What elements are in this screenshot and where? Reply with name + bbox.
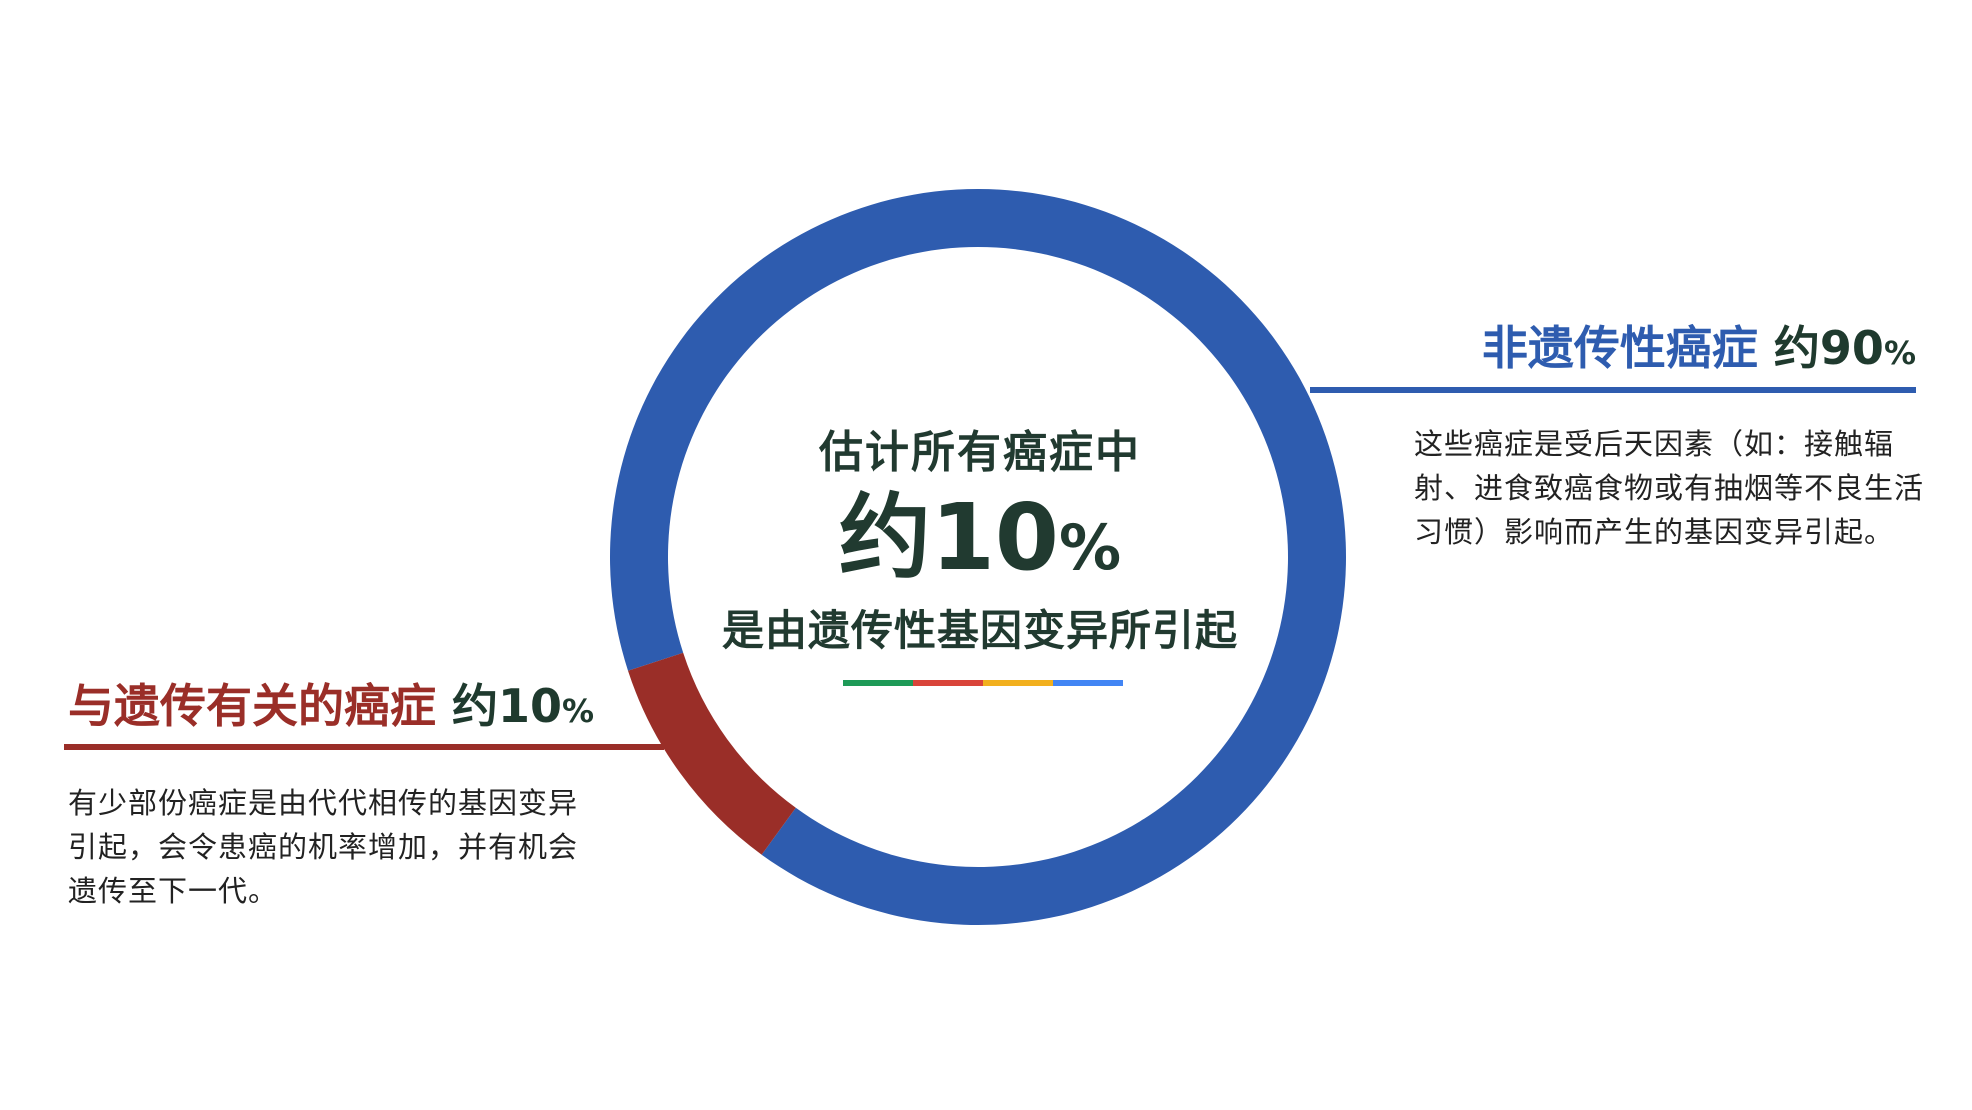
- non-hereditary-percent: %: [1883, 334, 1916, 372]
- center-big-number: 约10: [838, 484, 1059, 591]
- hereditary-percent: %: [562, 692, 595, 730]
- center-summary: 估计所有癌症中 约10% 是由遗传性基因变异所引起: [680, 425, 1280, 659]
- non-hereditary-number: 约90: [1773, 321, 1884, 375]
- accent-green: [843, 680, 913, 686]
- non-hereditary-description: 这些癌症是受后天因素（如：接触辐射、进食致癌食物或有抽烟等不良生活习惯）影响而产…: [1414, 427, 1925, 549]
- non-hereditary-title: 非遗传性癌症: [1481, 321, 1758, 375]
- non-hereditary-label: 非遗传性癌症 约90%: [1482, 320, 1916, 381]
- hereditary-number: 约10: [452, 679, 563, 733]
- accent-yellow: [983, 680, 1053, 686]
- center-line-top: 估计所有癌症中: [819, 427, 1141, 478]
- hereditary-title: 与遗传有关的癌症: [68, 679, 436, 733]
- accent-red: [913, 680, 983, 686]
- accent-color-bar: [843, 680, 1123, 686]
- accent-blue: [1053, 680, 1123, 686]
- hereditary-value: 约10%: [452, 679, 594, 733]
- hereditary-leader-line: [64, 744, 664, 750]
- hereditary-description: 有少部份癌症是由代代相传的基因变异引起，会令患癌的机率增加，并有机会遗传至下一代…: [68, 786, 579, 908]
- center-big-percent: %: [1058, 511, 1122, 584]
- non-hereditary-leader-line: [1310, 387, 1916, 393]
- center-big-value: 约10%: [680, 483, 1280, 603]
- slice-hereditary: [628, 652, 796, 855]
- non-hereditary-value: 约90%: [1774, 321, 1916, 375]
- donut-segments: [610, 188, 1346, 926]
- center-line-bottom: 是由遗传性基因变异所引起: [721, 606, 1238, 655]
- hereditary-label: 与遗传有关的癌症 约10%: [68, 678, 594, 739]
